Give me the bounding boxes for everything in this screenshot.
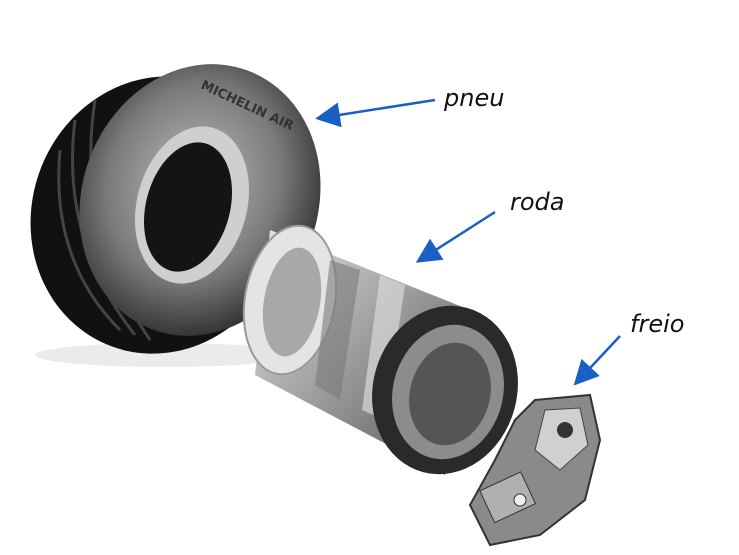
wheel — [242, 224, 518, 475]
label-wheel: roda — [510, 188, 565, 216]
tire: MICHELIN AIR — [30, 64, 321, 367]
arrow-tire — [315, 98, 436, 128]
label-brake: freio — [630, 310, 685, 338]
arrow-wheel — [415, 210, 496, 263]
arrow-brake — [573, 335, 621, 386]
label-tire: pneu — [444, 84, 505, 112]
brake — [468, 393, 602, 547]
